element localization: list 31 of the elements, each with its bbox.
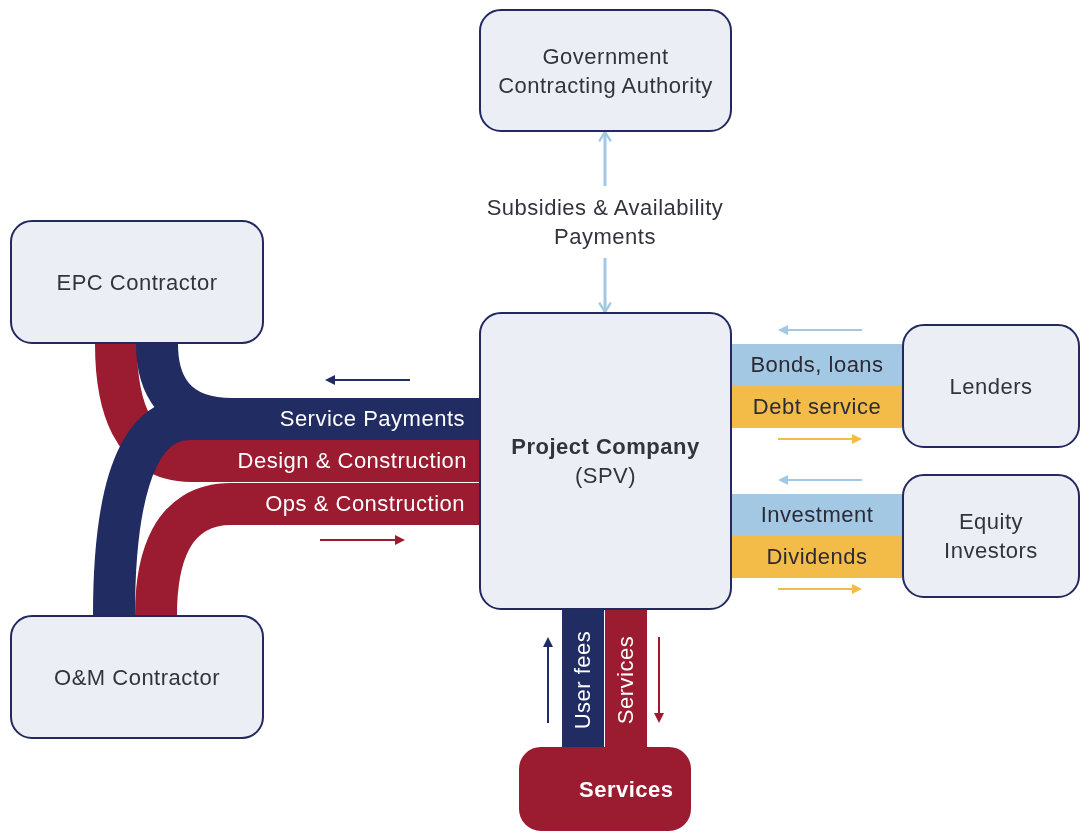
entity-box	[10, 615, 264, 739]
entity-box	[479, 312, 732, 610]
flow-band	[732, 386, 902, 428]
node-subtitle: (SPV)	[573, 462, 638, 490]
node-title: Lenders	[948, 372, 1034, 401]
edge-label: Dividends	[766, 543, 868, 571]
edge-label: Ops & Construction	[265, 490, 465, 518]
entity-box	[902, 324, 1080, 448]
flow-band	[605, 610, 647, 747]
entity-box	[479, 9, 732, 132]
service-box	[519, 747, 691, 831]
node-title: Equity Investors	[943, 508, 1039, 565]
node-title: EPC Contractor	[55, 268, 219, 297]
node-title: Services	[578, 775, 675, 804]
flow-band	[732, 494, 902, 536]
edge-label: User fees	[569, 630, 596, 730]
edge-label: Bonds, loans	[750, 351, 884, 379]
entity-box	[902, 474, 1080, 598]
node-title: Government Contracting Authority	[497, 42, 714, 100]
flow-band	[95, 343, 479, 482]
flow-band	[135, 483, 479, 616]
edge-label: Service Payments	[279, 405, 465, 433]
flow-band	[562, 610, 604, 747]
arrow	[598, 130, 612, 314]
node-title: Project Company	[510, 433, 701, 461]
edge-label: Investment	[760, 501, 874, 529]
edge-label: Debt service	[752, 393, 882, 421]
edge-label: Services	[612, 635, 639, 725]
edge-label: Design & Construction	[237, 447, 467, 475]
entity-box	[10, 220, 264, 344]
node-title: O&M Contractor	[53, 663, 221, 692]
